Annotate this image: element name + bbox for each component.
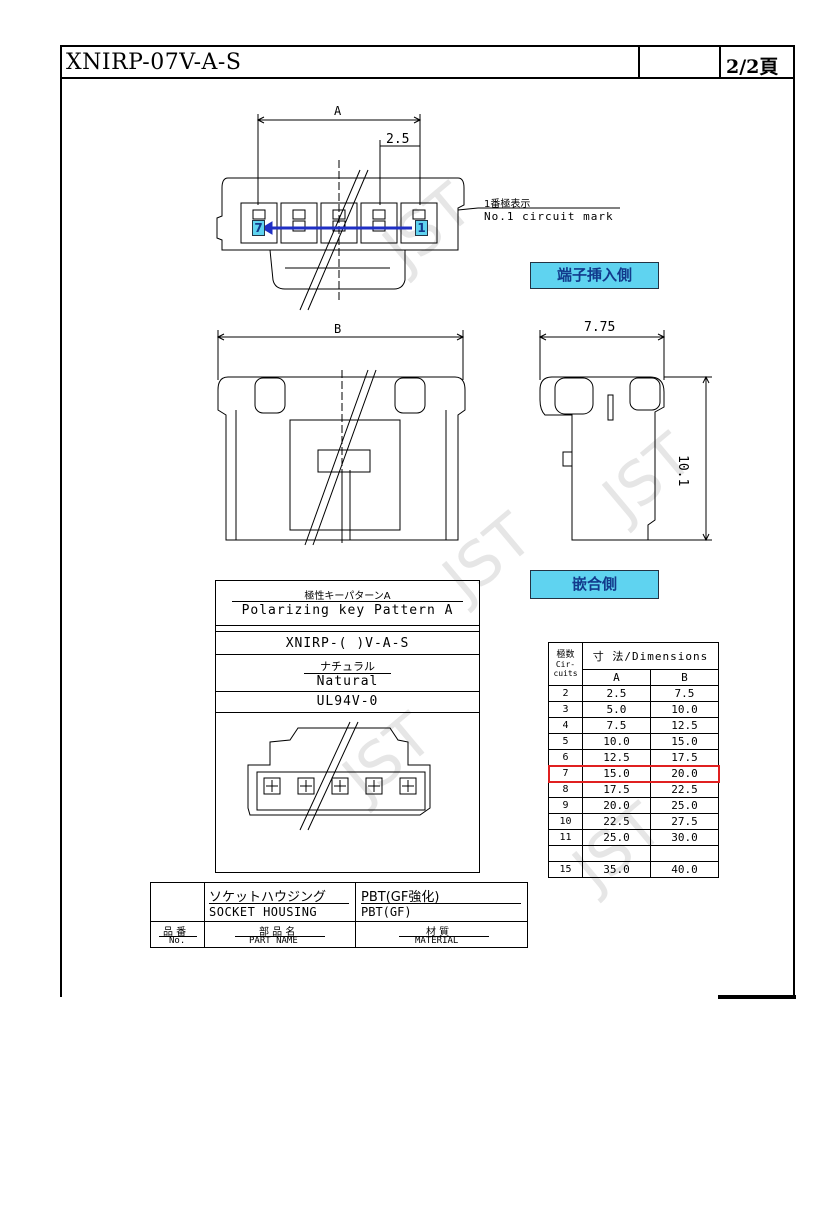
cell: 8 bbox=[548, 781, 583, 798]
cell: 17.5 bbox=[582, 781, 651, 798]
color-en: Natural bbox=[316, 674, 379, 689]
title-divider bbox=[719, 47, 721, 77]
material-jp: PBT(GF強化) bbox=[361, 890, 440, 905]
legend-model: XNIRP-( )V-A-S bbox=[285, 636, 410, 651]
col-no-en: No. bbox=[169, 936, 186, 946]
cell bbox=[582, 845, 651, 862]
cell: 40.0 bbox=[649, 861, 720, 878]
cell: 9 bbox=[548, 797, 583, 814]
col-circuits-en: Cir-cuits bbox=[553, 659, 578, 678]
sheet-bottom-mark bbox=[718, 995, 796, 999]
part-name-jp: ソケットハウジング bbox=[209, 890, 327, 905]
drawing-title: XNIRP-07V-A-S bbox=[66, 50, 242, 75]
cell: 11 bbox=[548, 829, 583, 846]
cell: 7.5 bbox=[649, 685, 720, 702]
cell bbox=[548, 845, 583, 862]
cell: 4 bbox=[548, 717, 583, 734]
col-a: A bbox=[582, 669, 651, 686]
cell: 7.5 bbox=[582, 717, 651, 734]
color-jp: ナチュラル bbox=[320, 660, 375, 673]
pin-7-marker: 7 bbox=[252, 220, 265, 236]
col-mat-en: MATERIAL bbox=[415, 936, 459, 946]
cell: 22.5 bbox=[649, 781, 720, 798]
col-circuits: 極数 Cir-cuits bbox=[548, 642, 583, 686]
col-part-jp: 部 品 名 bbox=[259, 927, 296, 938]
cell: 30.0 bbox=[649, 829, 720, 846]
cell: 22.5 bbox=[582, 813, 651, 830]
col-no-jp: 品 番 bbox=[163, 927, 187, 938]
col-circuits-jp: 極数 bbox=[556, 649, 575, 660]
cell: 15.0 bbox=[582, 765, 651, 782]
pin-1-marker: 1 bbox=[415, 220, 428, 236]
cell: 10.0 bbox=[649, 701, 720, 718]
cell: 15.0 bbox=[649, 733, 720, 750]
side-width-label: 7.75 bbox=[584, 320, 616, 335]
col-mat-jp: 材 質 bbox=[426, 927, 450, 938]
cell: 17.5 bbox=[649, 749, 720, 766]
cell: 15 bbox=[548, 861, 583, 878]
insertion-side-label: 端子挿入側 bbox=[530, 262, 659, 289]
page-number: 2/2頁 bbox=[726, 56, 779, 78]
col-part-en: PART NAME bbox=[249, 936, 298, 946]
cell: 3 bbox=[548, 701, 583, 718]
part-name-en: SOCKET HOUSING bbox=[209, 905, 318, 919]
title-bar: XNIRP-07V-A-S 2/2頁 bbox=[62, 47, 793, 79]
parts-table: ソケットハウジング SOCKET HOUSING PBT(GF強化) PBT(G… bbox=[150, 882, 528, 948]
pattern-en: Polarizing key Pattern A bbox=[241, 603, 454, 618]
cell: 2.5 bbox=[582, 685, 651, 702]
col-dimensions: 寸 法/Dimensions bbox=[582, 642, 719, 670]
cell: 20.0 bbox=[649, 765, 720, 782]
flammability-grade: UL94V-0 bbox=[316, 694, 379, 709]
cell: 25.0 bbox=[582, 829, 651, 846]
cell: 20.0 bbox=[582, 797, 651, 814]
cell: 27.5 bbox=[649, 813, 720, 830]
title-divider bbox=[638, 47, 640, 77]
cell: 6 bbox=[548, 749, 583, 766]
side-height-label: 10.1 bbox=[675, 455, 690, 487]
col-b: B bbox=[649, 669, 720, 686]
polarizing-key-legend: 極性キーパターンA Polarizing key Pattern A XNIRP… bbox=[215, 580, 480, 873]
cell: 10 bbox=[548, 813, 583, 830]
cell: 35.0 bbox=[582, 861, 651, 878]
cell: 10.0 bbox=[582, 733, 651, 750]
cell: 12.5 bbox=[582, 749, 651, 766]
pitch-label: 2.5 bbox=[386, 132, 410, 147]
pattern-jp: 極性キーパターンA bbox=[304, 591, 391, 602]
cell: 5 bbox=[548, 733, 583, 750]
drawing-sheet: XNIRP-07V-A-S 2/2頁 bbox=[60, 45, 795, 997]
circuit-mark-en: No.1 circuit mark bbox=[484, 210, 614, 223]
mating-side-label: 嵌合側 bbox=[530, 570, 659, 599]
cell: 7 bbox=[548, 765, 583, 782]
cell bbox=[649, 845, 720, 862]
cell: 2 bbox=[548, 685, 583, 702]
table-row bbox=[548, 845, 720, 862]
material-en: PBT(GF) bbox=[361, 905, 412, 919]
cell: 25.0 bbox=[649, 797, 720, 814]
dim-b-label: B bbox=[334, 322, 342, 336]
cell: 5.0 bbox=[582, 701, 651, 718]
circuit-mark-jp: 1番極表示 bbox=[484, 199, 531, 210]
dim-a-label: A bbox=[334, 104, 342, 118]
cell: 12.5 bbox=[649, 717, 720, 734]
